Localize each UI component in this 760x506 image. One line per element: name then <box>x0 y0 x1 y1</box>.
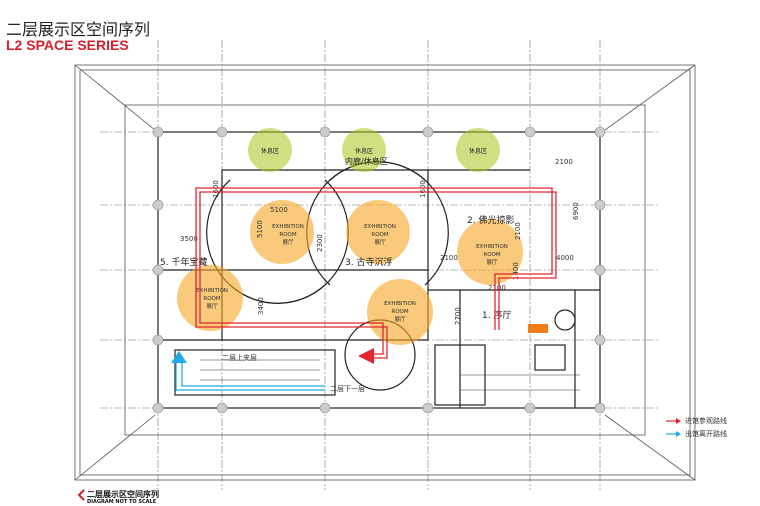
exit-route <box>175 362 325 391</box>
svg-text:展厅: 展厅 <box>486 259 498 266</box>
svg-text:EXHIBITION: EXHIBITION <box>476 244 508 250</box>
page-title: 二层展示区空间序列 <box>6 20 151 39</box>
svg-text:ROOM: ROOM <box>391 309 408 315</box>
svg-text:2100: 2100 <box>488 284 506 292</box>
svg-text:2100: 2100 <box>514 222 522 240</box>
footer-title: 二层展示区空间序列 <box>87 490 159 499</box>
rest-label: 休息区 <box>261 147 279 155</box>
svg-text:EXHIBITION: EXHIBITION <box>272 224 304 230</box>
rest-label: 休息区 <box>469 147 487 155</box>
room-2-label: 2. 佛光掠影 <box>467 214 514 226</box>
room-1-label: 1. 序厅 <box>482 309 511 321</box>
footer-note: DIAGRAM NOT TO SCALE <box>87 499 157 505</box>
svg-text:4000: 4000 <box>556 254 574 262</box>
svg-text:6900: 6900 <box>572 202 580 220</box>
svg-text:ROOM: ROOM <box>483 252 500 258</box>
svg-text:1400: 1400 <box>512 262 520 280</box>
accessible-toilet-icon <box>528 324 548 333</box>
corridor-label: 内廊/休息区 <box>345 156 388 166</box>
svg-text:5100: 5100 <box>270 206 288 214</box>
upper-mezzanine-label: 二层上夹层 <box>222 353 257 362</box>
columns <box>152 126 606 414</box>
svg-text:EXHIBITION: EXHIBITION <box>384 301 416 307</box>
rest-label: 休息区 <box>355 147 373 155</box>
svg-text:ROOM: ROOM <box>279 232 296 238</box>
svg-text:5100: 5100 <box>256 220 264 238</box>
svg-text:1600: 1600 <box>419 180 427 198</box>
svg-text:2300: 2300 <box>316 234 324 252</box>
enter-route <box>195 187 557 359</box>
lower-level-label: 二层下一层 <box>330 385 365 393</box>
svg-text:2100: 2100 <box>440 254 458 262</box>
exit-arrow-icon <box>171 351 187 363</box>
svg-text:EXHIBITION: EXHIBITION <box>196 288 228 294</box>
svg-text:展厅: 展厅 <box>374 239 386 246</box>
svg-text:2100: 2100 <box>555 158 573 166</box>
room-3-label: 3. 古寺沉浮 <box>345 256 392 268</box>
svg-text:ROOM: ROOM <box>371 232 388 238</box>
legend-exit: 出馆离开路线 <box>685 430 727 438</box>
svg-text:EXHIBITION: EXHIBITION <box>364 224 396 230</box>
svg-text:展厅: 展厅 <box>394 316 406 323</box>
svg-text:3400: 3400 <box>257 297 265 315</box>
svg-text:2700: 2700 <box>454 307 462 325</box>
svg-text:ROOM: ROOM <box>203 296 220 302</box>
chevron-left-icon <box>77 489 85 501</box>
page-subtitle: L2 SPACE SERIES <box>6 37 129 53</box>
legend-enter: 进馆参观路线 <box>685 417 727 425</box>
enter-arrow-icon <box>358 348 374 364</box>
svg-text:展厅: 展厅 <box>206 303 218 310</box>
svg-text:3500: 3500 <box>180 235 198 243</box>
dimensions: 5100 5100 3500 2300 1600 1600 2100 2100 … <box>180 158 580 325</box>
svg-text:展厅: 展厅 <box>282 239 294 246</box>
svg-text:1600: 1600 <box>212 180 220 198</box>
rest-areas: 休息区 休息区 休息区 内廊/休息区 <box>248 128 500 172</box>
